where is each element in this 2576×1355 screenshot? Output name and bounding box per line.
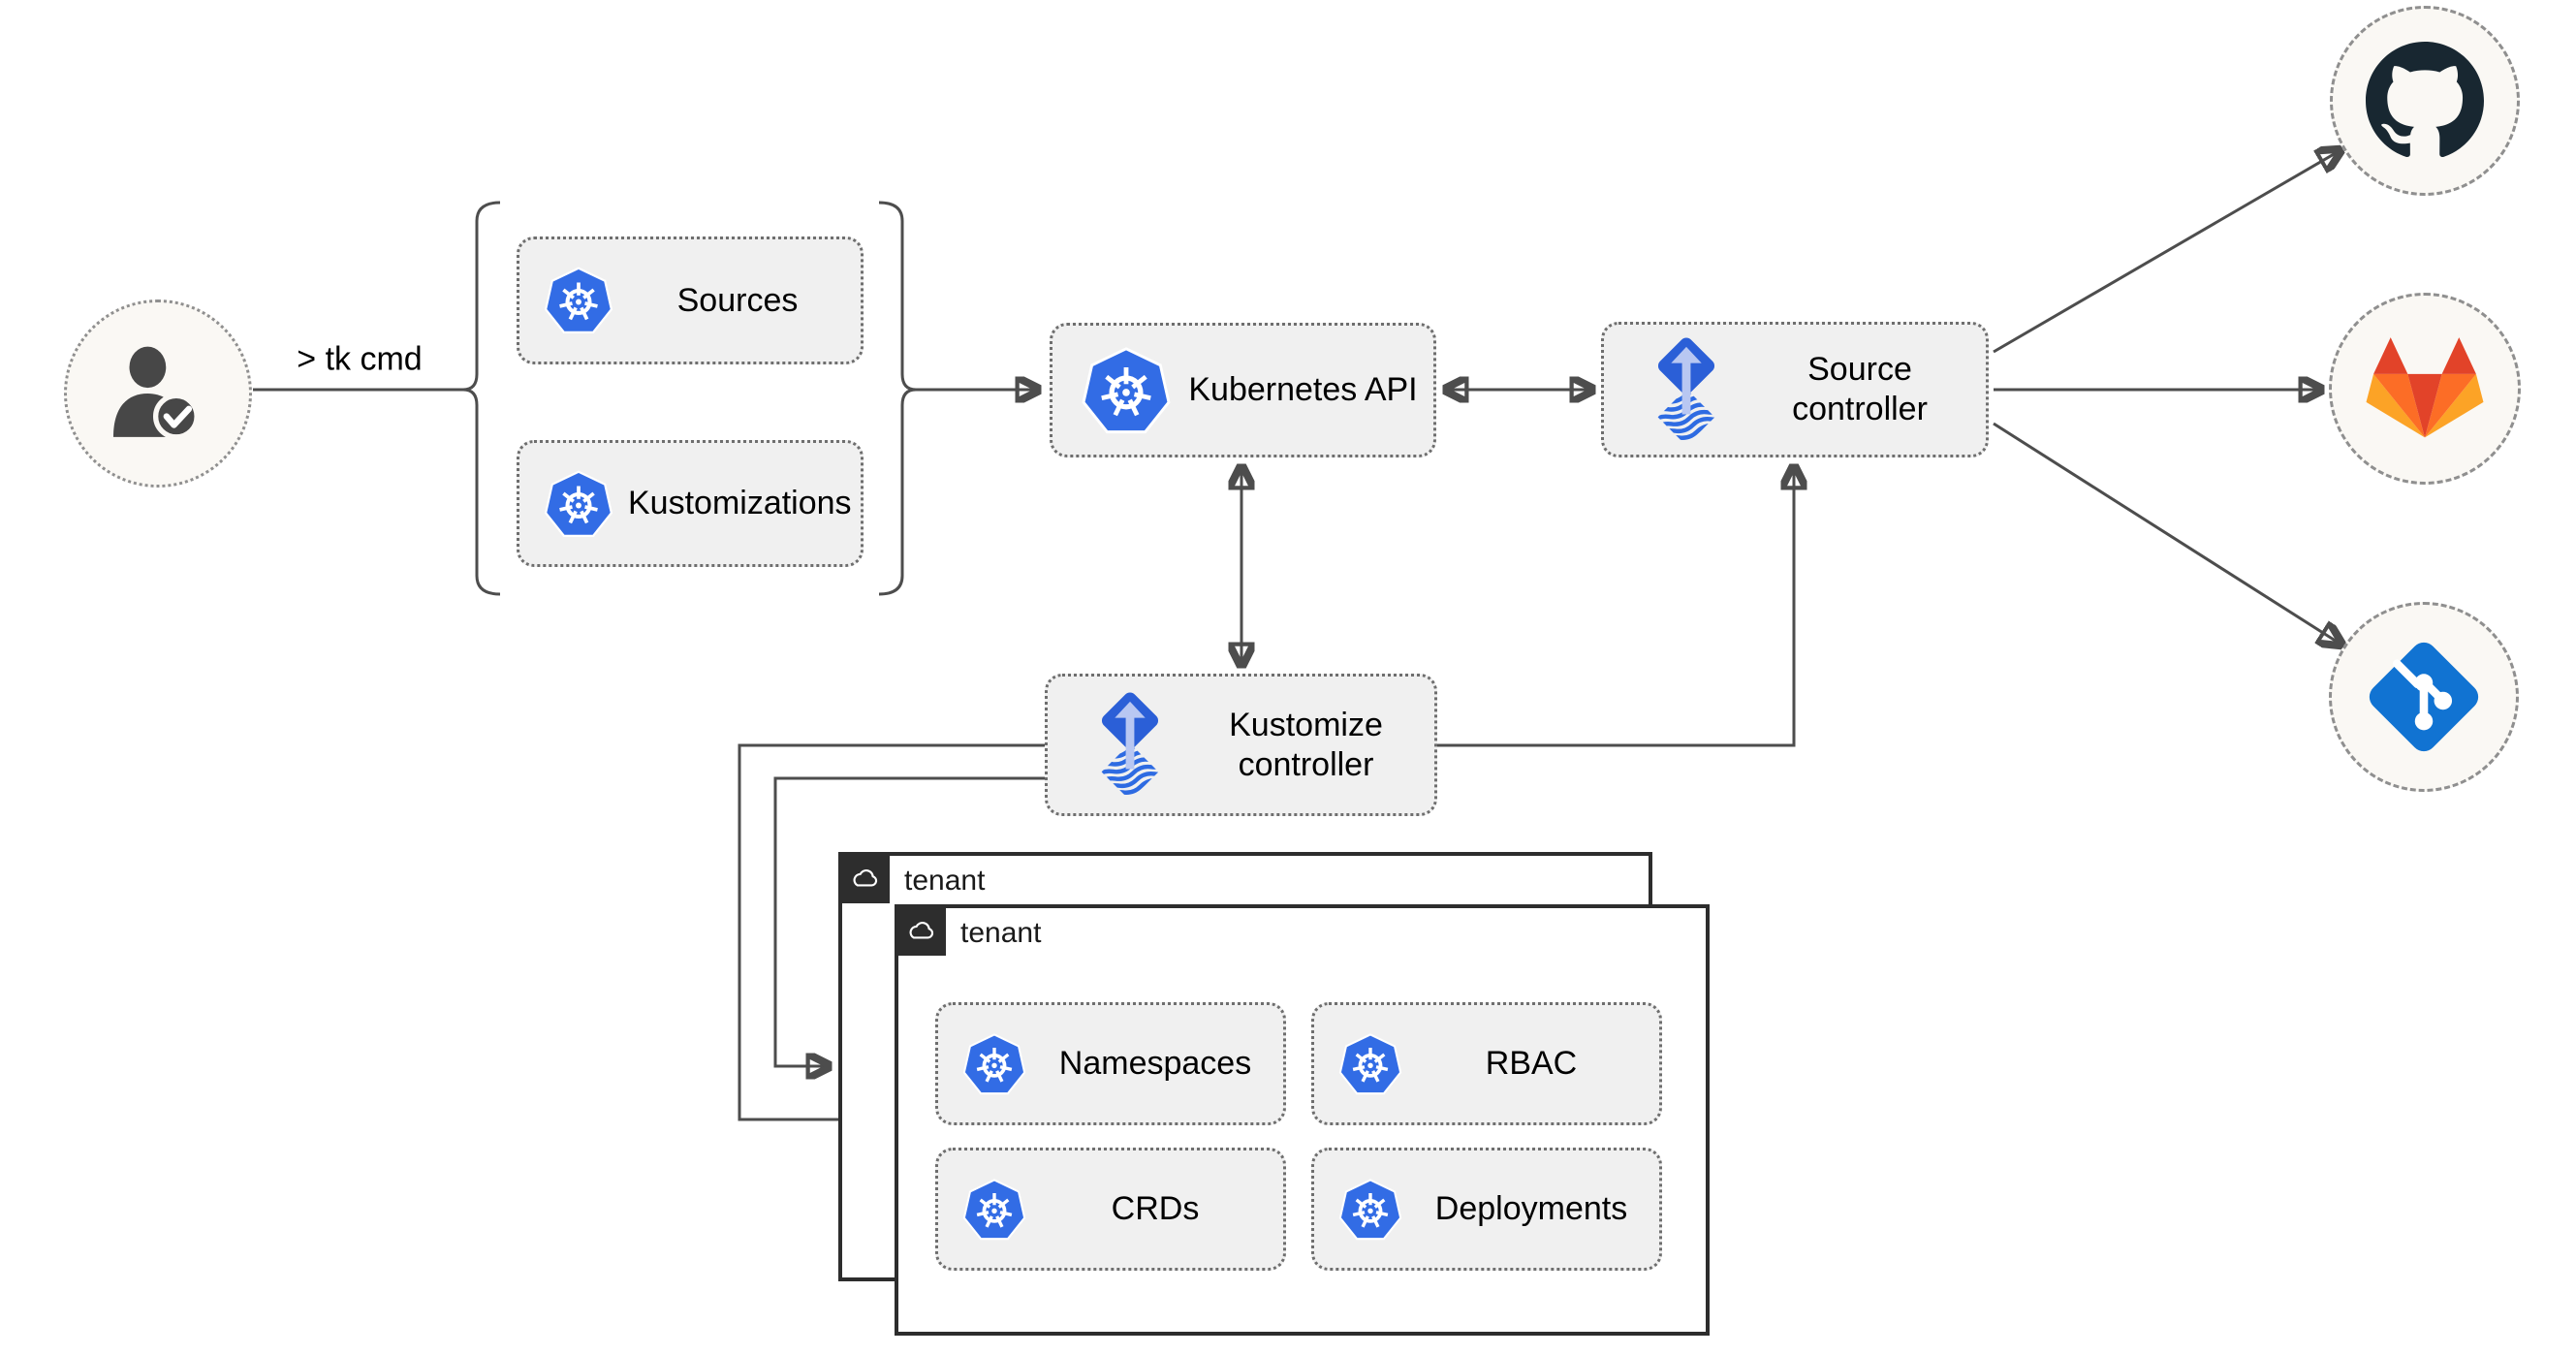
git-node [2329, 602, 2519, 792]
sources-node: Sources [517, 236, 864, 364]
edge-source-to-git [1993, 422, 2341, 645]
tenant-tab [838, 852, 890, 903]
user-node [64, 299, 252, 488]
kustomizations-node: Kustomizations [517, 440, 864, 567]
person-check-icon [101, 336, 215, 451]
kubernetes-icon [543, 265, 614, 336]
source-controller-label: Source controller [1792, 351, 1928, 427]
cli-command-label: > tk cmd [297, 340, 423, 378]
edge-kustomize-to-front-tenant [738, 743, 1045, 1119]
deployments-node: Deployments [1311, 1148, 1662, 1271]
kubernetes-icon [961, 1031, 1027, 1097]
tenant-back-label: tenant [904, 865, 986, 897]
namespaces-label: Namespaces [1058, 1045, 1252, 1083]
flux-icon [1083, 690, 1178, 800]
source-controller-node: Source controller [1601, 322, 1989, 457]
sources-label: Sources [676, 281, 799, 319]
rbac-label: RBAC [1485, 1045, 1578, 1083]
tenant-tab [895, 904, 946, 956]
kubernetes-api-node: Kubernetes API [1050, 323, 1436, 457]
gitlab-node [2329, 293, 2521, 485]
edge-kustomize-to-back-tenant [773, 776, 1045, 1066]
kubernetes-api-label: Kubernetes API [1188, 371, 1418, 409]
crds-label: CRDs [1111, 1190, 1200, 1228]
edge-kustomize-to-source-controller [1437, 466, 1794, 747]
git-icon [2360, 633, 2488, 761]
github-icon [2366, 42, 2484, 157]
crds-node: CRDs [935, 1148, 1286, 1271]
group-brace-right [878, 201, 917, 596]
cloud-icon [852, 868, 877, 887]
github-node [2330, 6, 2520, 196]
cloud-icon [908, 921, 933, 939]
kustomize-controller-node: Kustomize controller [1045, 674, 1437, 816]
namespaces-node: Namespaces [935, 1002, 1286, 1125]
group-brace-left [462, 201, 501, 596]
flux-icon [1639, 335, 1734, 445]
kustomize-controller-label: Kustomize controller [1229, 706, 1383, 783]
gitlab-icon [2366, 337, 2484, 438]
deployments-label: Deployments [1434, 1190, 1628, 1228]
kubernetes-icon [1337, 1031, 1403, 1097]
edge-source-to-github [1993, 150, 2340, 354]
kubernetes-icon [961, 1177, 1027, 1243]
kustomizations-label: Kustomizations [628, 485, 852, 522]
rbac-node: RBAC [1311, 1002, 1662, 1125]
kubernetes-icon [1080, 344, 1173, 437]
kubernetes-icon [1337, 1177, 1403, 1243]
tenant-front-label: tenant [960, 917, 1042, 949]
tenant-front-container: tenant Namespaces RBAC CRDs Deployments [895, 904, 1710, 1336]
kubernetes-icon [543, 468, 614, 540]
